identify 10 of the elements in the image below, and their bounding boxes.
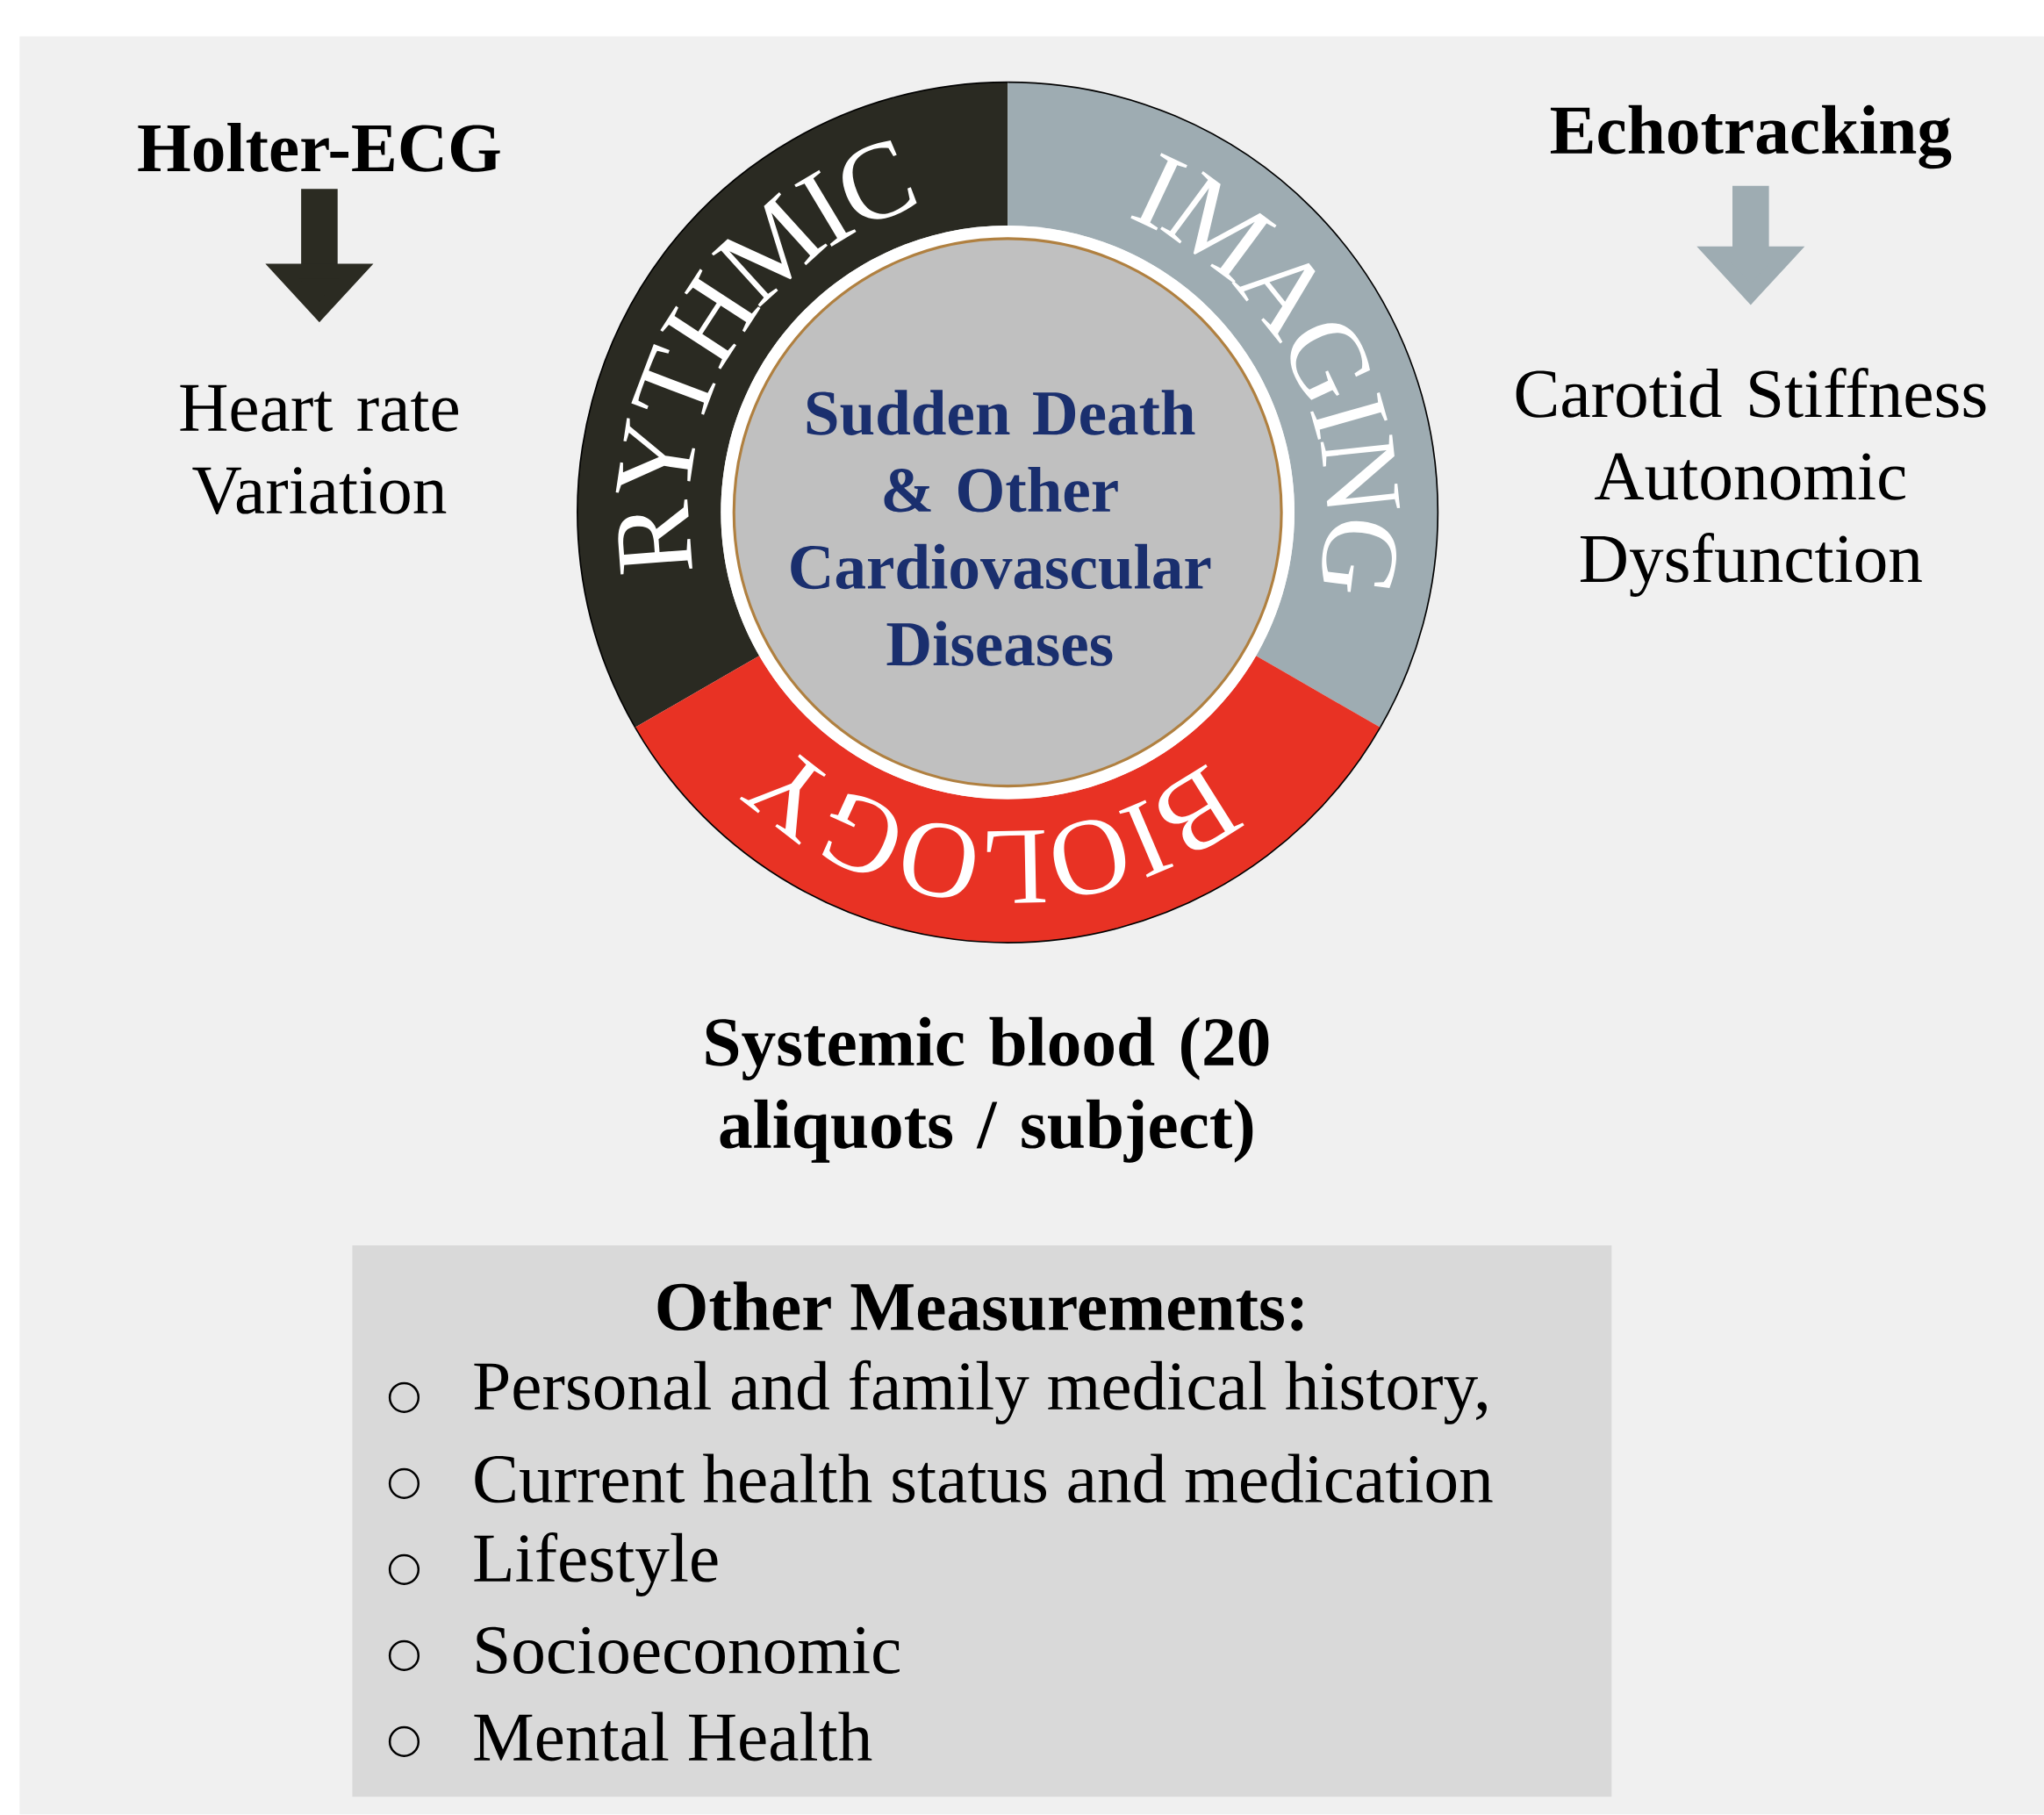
text-label: Systemic blood (20 aliquots / subject) <box>706 1017 1269 1163</box>
list-item: Lifestyle <box>474 1532 718 1597</box>
list-item: Current health status and medication <box>475 1453 1493 1503</box>
text-label: Heart rate Variation <box>180 385 458 515</box>
heading: Holter-ECG <box>138 123 500 172</box>
heading: Echotracking <box>1550 104 1952 169</box>
list-item: Socioeconomic <box>477 1627 900 1675</box>
text-label: Carotid Stiffness Autonomic Dysfunction <box>1516 368 1986 598</box>
list-item: Personal and family medical history, <box>474 1360 1487 1425</box>
list-item: Mental Health <box>474 1711 872 1761</box>
